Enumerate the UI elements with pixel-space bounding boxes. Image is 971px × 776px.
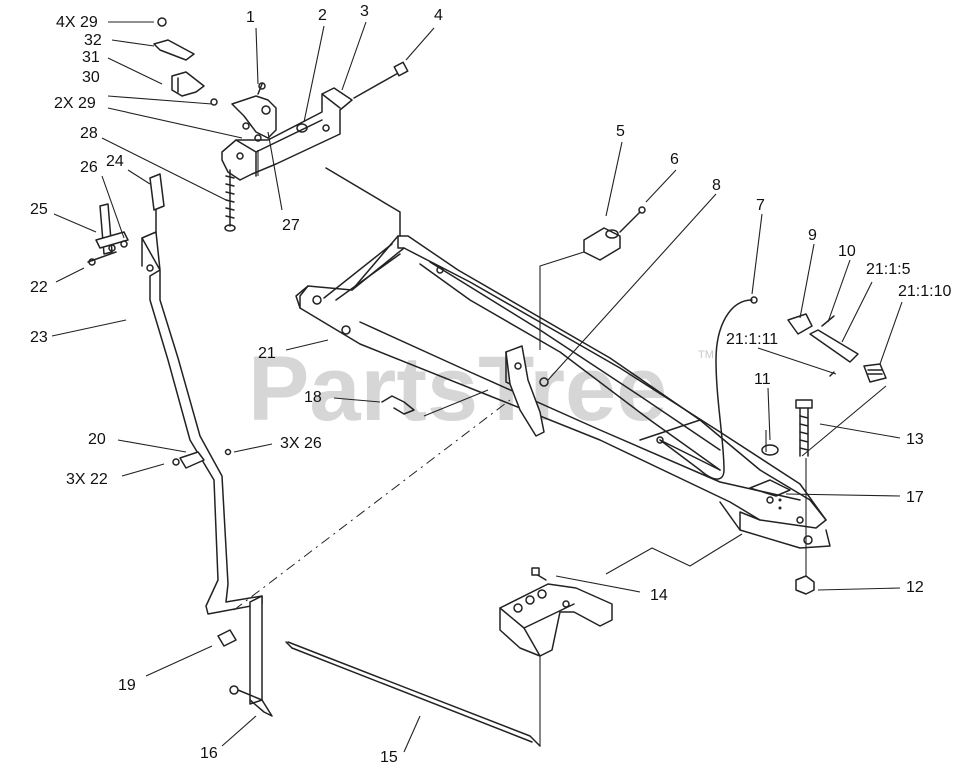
callout-2x29: 2X 29: [54, 95, 96, 112]
handle-arm: [87, 203, 129, 266]
callout-31: 31: [82, 49, 100, 66]
hairpin-16: [229, 685, 273, 717]
callout-11: 11: [754, 371, 771, 388]
callout-13: 13: [906, 431, 924, 448]
callout-9: 9: [808, 227, 817, 244]
callout-21-1-10: 21:1:10: [898, 283, 951, 300]
callout-8: 8: [712, 177, 721, 194]
lift-lever: [141, 173, 263, 705]
link-20: [172, 448, 232, 469]
callout-14: 14: [650, 587, 668, 604]
callout-5: 5: [616, 123, 625, 140]
assembly-line-2: [539, 251, 585, 350]
assembly-line-1: [233, 399, 511, 611]
callout-22: 22: [30, 279, 48, 296]
callout-3x26: 3X 26: [280, 435, 322, 452]
watermark-trademark: TM: [698, 349, 714, 361]
callout-6: 6: [670, 151, 679, 168]
bolt-19: [217, 629, 237, 647]
callout-21-1-11: 21:1:11: [726, 331, 778, 348]
callout-30: 30: [82, 69, 100, 86]
callout-18: 18: [304, 389, 322, 406]
callout-15: 15: [380, 749, 398, 766]
callout-28: 28: [80, 125, 98, 142]
screw-4: [353, 61, 409, 99]
frame-assembly: [295, 235, 831, 549]
callout-21: 21: [258, 345, 276, 362]
callout-20: 20: [88, 431, 106, 448]
cable-assembly: [659, 296, 887, 480]
assembly-line-4: [605, 533, 743, 575]
callout-1: 1: [246, 9, 255, 26]
callout-17: 17: [906, 489, 924, 506]
callout-4x29: 4X 29: [56, 14, 98, 31]
callout-32: 32: [84, 32, 102, 49]
pivot-bracket: [231, 82, 277, 139]
sleeve-5: [583, 206, 646, 261]
callout-21-1-5: 21:1:5: [866, 261, 911, 278]
hairpin-18: [381, 395, 415, 415]
bolt-28: [224, 169, 236, 232]
callout-labels: 1 2 3 4 4X 29 32 31 30 2X 29 28 26 24 25…: [30, 3, 951, 766]
lift-rod: [285, 641, 541, 747]
assembly-line-3: [423, 389, 489, 417]
leader-lines: [51, 21, 903, 753]
washer-2: [296, 123, 308, 133]
callout-16: 16: [200, 745, 218, 762]
callout-26: 26: [80, 159, 98, 176]
callout-2: 2: [318, 7, 327, 24]
callout-10: 10: [838, 243, 856, 260]
callout-3x22: 3X 22: [66, 471, 108, 488]
callout-19: 19: [118, 677, 136, 694]
hitch-hardware: [761, 399, 815, 595]
callout-7: 7: [756, 197, 765, 214]
callout-3: 3: [360, 3, 369, 20]
callout-12: 12: [906, 579, 924, 596]
callout-4: 4: [434, 7, 443, 24]
lever-guide: [153, 17, 262, 142]
callout-27: 27: [282, 217, 300, 234]
pivot-mount: [499, 567, 613, 657]
callout-25: 25: [30, 201, 48, 218]
mount-bracket: [221, 87, 401, 237]
callout-23: 23: [30, 329, 48, 346]
callout-24: 24: [106, 153, 124, 170]
plate-8: [505, 345, 549, 437]
